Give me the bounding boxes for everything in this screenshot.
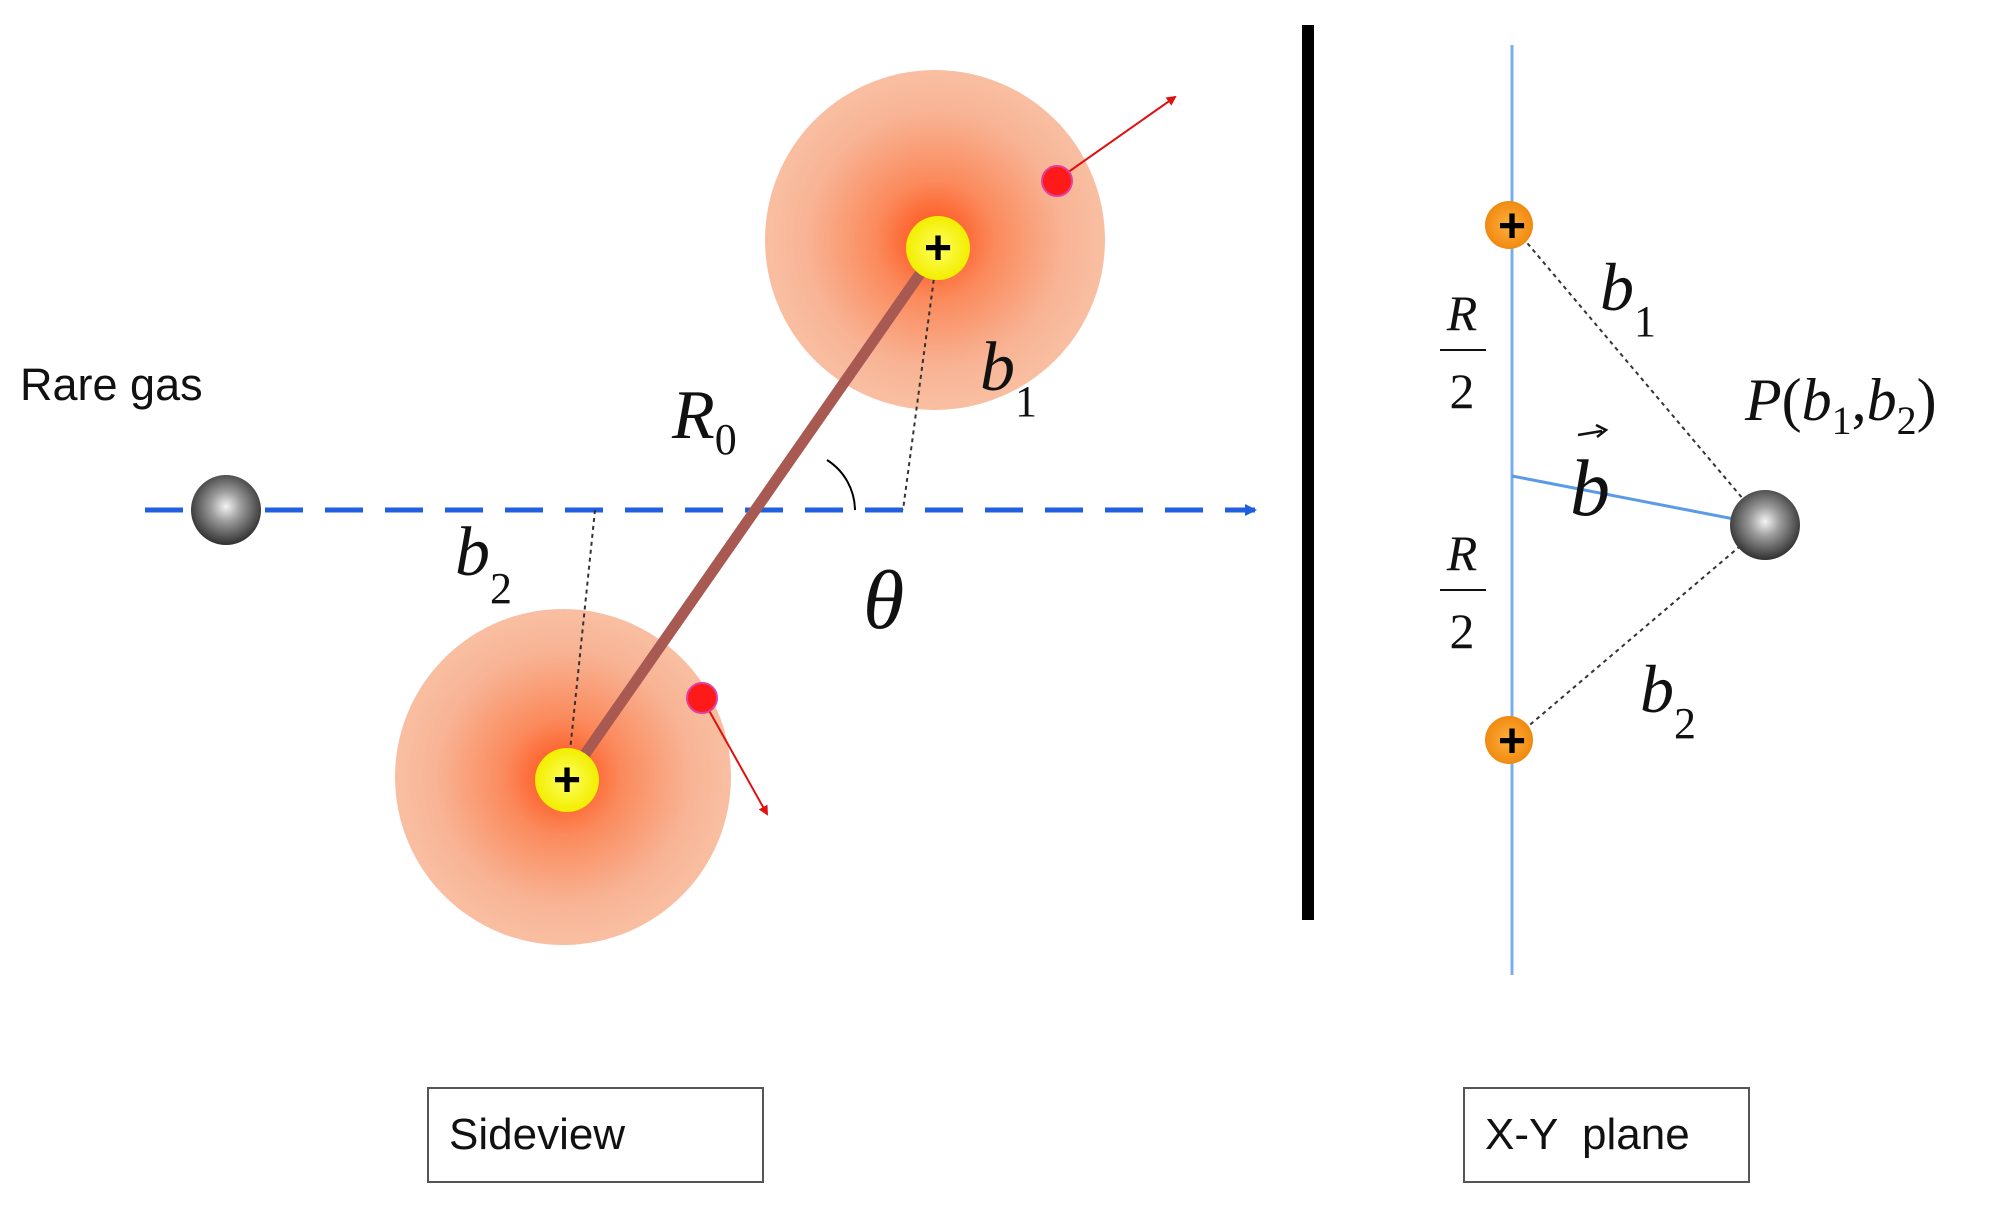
upper-r-over-2: R 2: [1440, 285, 1486, 419]
molecular-bond: [561, 242, 944, 786]
xy-lower-nucleus: [1485, 716, 1533, 764]
xy-b1-label: b1: [1600, 249, 1656, 346]
rare-gas-label: Rare gas: [20, 359, 203, 410]
sideview-panel: + + Rare gas R0 b1 b2 θ: [20, 70, 1257, 945]
lower-nucleus: [535, 748, 599, 812]
b-vector-label: b: [1570, 423, 1610, 533]
upper-r-numerator: R: [1446, 285, 1478, 341]
point-p-atom: [1730, 490, 1800, 560]
theta-angle-arc: [826, 459, 856, 511]
upper-electron-arrow: [1056, 95, 1177, 181]
xy-upper-nucleus-plus: +: [1498, 200, 1526, 253]
xy-b1-dotted-line: [1511, 224, 1766, 526]
xy-lower-nucleus-plus: +: [1498, 715, 1526, 768]
lower-r-numerator: R: [1446, 525, 1478, 581]
upper-nucleus-plus: +: [924, 222, 952, 275]
point-p-label: P(b1,b2): [1744, 367, 1937, 443]
b-vector-letter: b: [1570, 445, 1610, 533]
theta-label: θ: [863, 554, 904, 647]
upper-nucleus: [906, 216, 970, 280]
xy-plane-panel: + + R 2 R 2 b1 b2 b: [1440, 45, 1937, 975]
lower-electron-arrow: [701, 697, 768, 816]
b2-dotted-line: [566, 509, 596, 781]
upper-r-denominator: 2: [1450, 363, 1475, 419]
rare-gas-atom: [191, 475, 261, 545]
b-vector-arrow: [1577, 429, 1603, 437]
xy-upper-nucleus: [1485, 201, 1533, 249]
sideview-caption: Sideview: [449, 1110, 626, 1159]
xy-plane-caption-box: X-Y plane: [1463, 1087, 1750, 1183]
sideview-b1-label: b1: [980, 329, 1037, 426]
xy-b2-dotted-line: [1511, 524, 1766, 741]
upper-electron: [1041, 165, 1073, 197]
xy-plane-caption: X-Y plane: [1485, 1110, 1690, 1159]
sideview-b2-label: b2: [455, 514, 512, 613]
r0-label: R0: [671, 377, 737, 464]
sideview-caption-box: Sideview: [427, 1087, 764, 1183]
xy-b2-label: b2: [1640, 651, 1696, 748]
lower-r-denominator: 2: [1450, 603, 1475, 659]
lower-r-over-2: R 2: [1440, 525, 1486, 659]
lower-electron: [686, 682, 718, 714]
b-vector-line: [1511, 474, 1766, 527]
lower-nucleus-plus: +: [553, 754, 581, 807]
